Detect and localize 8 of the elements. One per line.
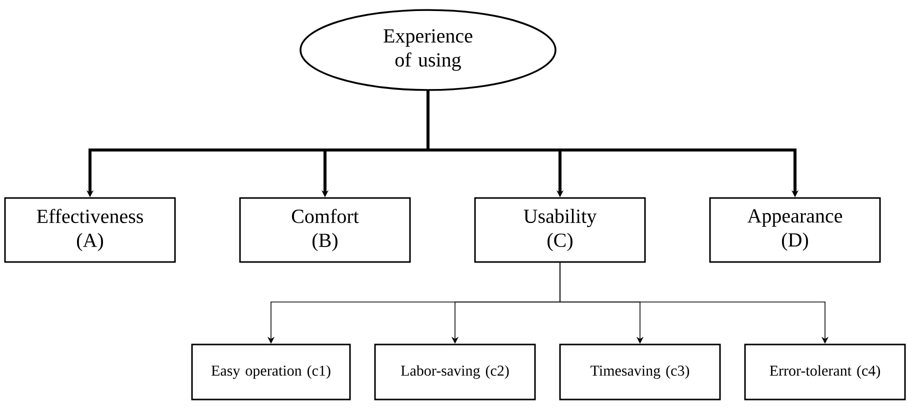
category-box: Appearance (D) xyxy=(709,197,881,263)
criterion-box: Labor-saving (c2) xyxy=(374,344,536,400)
category-box: Effectiveness (A) xyxy=(4,197,176,263)
category-box: Usability (C) xyxy=(474,197,646,263)
criterion-box: Easy operation (c1) xyxy=(191,344,351,400)
criterion-box: Timesaving (c3) xyxy=(559,344,721,400)
criterion-box: Error-tolerant (c4) xyxy=(744,344,906,400)
category-box: Comfort (B) xyxy=(239,197,411,263)
